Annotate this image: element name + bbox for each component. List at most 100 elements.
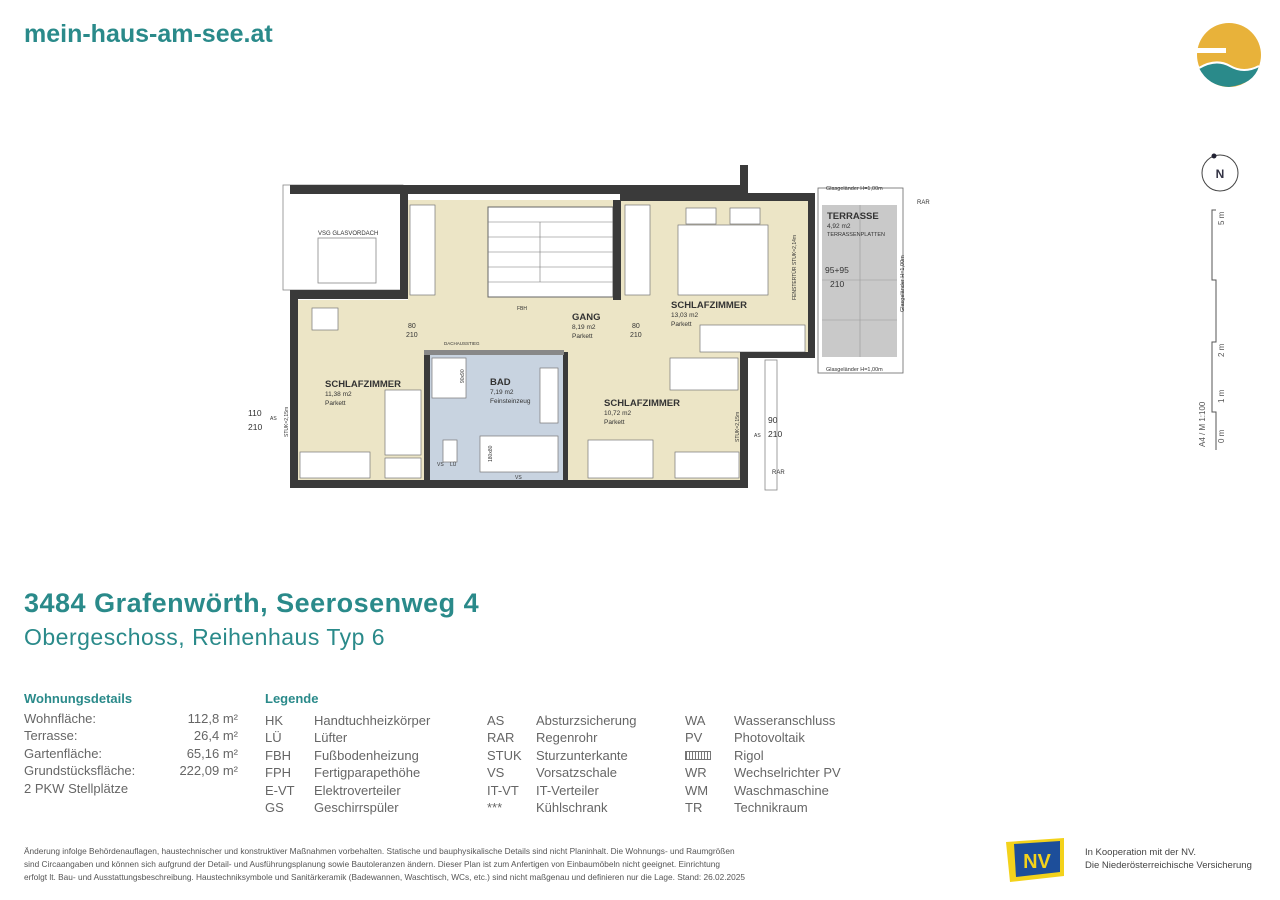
legend-key: WR (685, 765, 707, 781)
door-width: 80 (632, 323, 640, 330)
legend-row: FPH Fertigparapethöhe (265, 764, 430, 781)
roof-hatch-label: DACHAUSSTIEG (444, 341, 480, 346)
scale-tick: 0 m (1217, 429, 1226, 443)
legend-row: AS Absturzsicherung (487, 712, 636, 729)
window-width: 90 (768, 415, 778, 425)
detail-value: 65,16 m² (186, 745, 238, 761)
scale-label: A4 / M 1:100 (1198, 401, 1207, 447)
luefter-label: LÜ (450, 461, 457, 468)
scale-tick: 5 m (1217, 211, 1226, 225)
window-height: 210 (768, 429, 782, 439)
legend-key: VS (487, 765, 505, 781)
room-area: 7,19 m2 (490, 389, 514, 396)
brand-wordmark[interactable]: mein-haus-am-see.at (24, 20, 273, 48)
detail-value: 112,8 m² (187, 711, 238, 726)
legend-key: WA (685, 713, 706, 728)
apartment-details: Wohnungsdetails Wohnfläche:112,8 m² Terr… (24, 691, 244, 797)
tub-size: 180x80 (488, 445, 494, 462)
window-height: 210 (248, 422, 262, 432)
legend-text: Elektroverteiler (314, 782, 401, 798)
legend-row: VS Vorsatzschale (487, 764, 636, 781)
room-floor: Parkett (671, 321, 692, 328)
legend-key: AS (487, 713, 505, 728)
legend-key: PV (685, 730, 703, 746)
nv-logo-text: NV (1023, 851, 1051, 873)
legend-text: Handtuchheizkörper (314, 713, 431, 728)
legend-text: Fertigparapethöhe (314, 765, 421, 781)
room-name: GANG (572, 312, 601, 323)
legend-row: PV Photovoltaik (685, 729, 841, 746)
room-floor: Feinsteinzeug (490, 398, 531, 405)
cooperation-line: Die Niederösterreichische Versicherung (1085, 860, 1252, 871)
sun-sea-logo (1196, 23, 1261, 87)
legend-row: Rigol (685, 747, 841, 764)
vordach-label: VSG GLASVORDACH (318, 231, 378, 237)
address-title: 3484 Grafenwörth, Seerosenweg 4 (24, 588, 480, 618)
legend-title: Legende (265, 691, 319, 706)
scale-tick: 2 m (1217, 343, 1226, 357)
legend-row: WA Wasseranschluss (685, 712, 841, 729)
legend-key: GS (265, 799, 284, 815)
disclaimer-line: Änderung infolge Behördenauflagen, haust… (24, 846, 735, 856)
legend-text: Technikraum (734, 799, 808, 815)
room-floor: Parkett (325, 400, 346, 407)
room-area: 10,72 m2 (604, 410, 631, 417)
room-floor: Parkett (572, 333, 593, 340)
shower-size: 90x90 (460, 369, 466, 383)
detail-row: Grundstücksfläche:222,09 m² (24, 762, 244, 779)
legend-text: Photovoltaik (734, 730, 805, 746)
legend-text: Absturzsicherung (536, 713, 637, 728)
terrace (822, 205, 897, 357)
legend-key: RAR (487, 730, 515, 746)
rar-label: RAR (917, 200, 930, 206)
detail-label: Terrasse: (24, 728, 78, 744)
legend-text: Wasseranschluss (734, 713, 836, 728)
detail-value: 222,09 m² (179, 763, 238, 779)
address-subtitle: Obergeschoss, Reihenhaus Typ 6 (24, 624, 386, 650)
room-name: SCHLAFZIMMER (604, 398, 680, 409)
detail-row: Wohnfläche: 112,8 m² (24, 710, 244, 727)
cooperation-note: In Kooperation mit der NV. Die Niederöst… (1085, 846, 1252, 872)
detail-row: Gartenfläche: 65,16 m² (24, 745, 244, 762)
as-label: AS (754, 433, 761, 439)
disclaimer-line: erfolgt lt. Bau- und Ausstattungsbeschre… (24, 872, 746, 882)
legend-key: LÜ (265, 730, 282, 746)
vs-label: VS (437, 462, 444, 468)
legend-text: Kühlschrank (536, 799, 608, 815)
legend-key: FPH (265, 765, 291, 781)
scale-bar: 0 m 1 m 2 m 5 m A4 / M 1:100 (1198, 209, 1226, 450)
scale-tick: 1 m (1217, 389, 1226, 403)
fbh-label: FBH (517, 306, 527, 312)
cooperation-line: In Kooperation mit der NV. (1085, 847, 1197, 858)
vs-label: VS (515, 475, 522, 481)
detail-row: Terrasse: 26,4 m² (24, 727, 244, 744)
legend-row: LÜ Lüfter (265, 729, 430, 746)
disclaimer: Änderung infolge Behördenauflagen, haust… (24, 845, 844, 884)
legend-text: Lüfter (314, 730, 348, 746)
detail-label: Gartenfläche: (24, 745, 103, 761)
door-height: 210 (830, 279, 844, 289)
detail-value: 26,4 m² (193, 728, 238, 744)
legend-row: TR Technikraum (685, 799, 841, 816)
legend-text: Rigol (734, 747, 764, 763)
window-door-label: FENSTERTÜR STUK=2,14m (791, 235, 798, 300)
glass-railing-label: Glasgeländer H=1,00m (826, 367, 883, 373)
legend-text: Sturzunterkante (536, 747, 628, 763)
glass-railing-label: Glasgeländer H=1,00m (900, 255, 906, 312)
detail-label: Wohnfläche: (24, 711, 97, 726)
legend-key: TR (685, 799, 703, 815)
legend-key: WM (685, 782, 709, 798)
as-label: AS (270, 416, 277, 422)
north-compass-icon: N (1201, 153, 1239, 192)
room-name: SCHLAFZIMMER (325, 379, 401, 390)
legend-key: STUK (487, 747, 522, 763)
room-area: 4,92 m2 (827, 223, 851, 230)
legend-text: Vorsatzschale (536, 765, 617, 781)
room-floor: TERRASSENPLATTEN (827, 232, 885, 238)
